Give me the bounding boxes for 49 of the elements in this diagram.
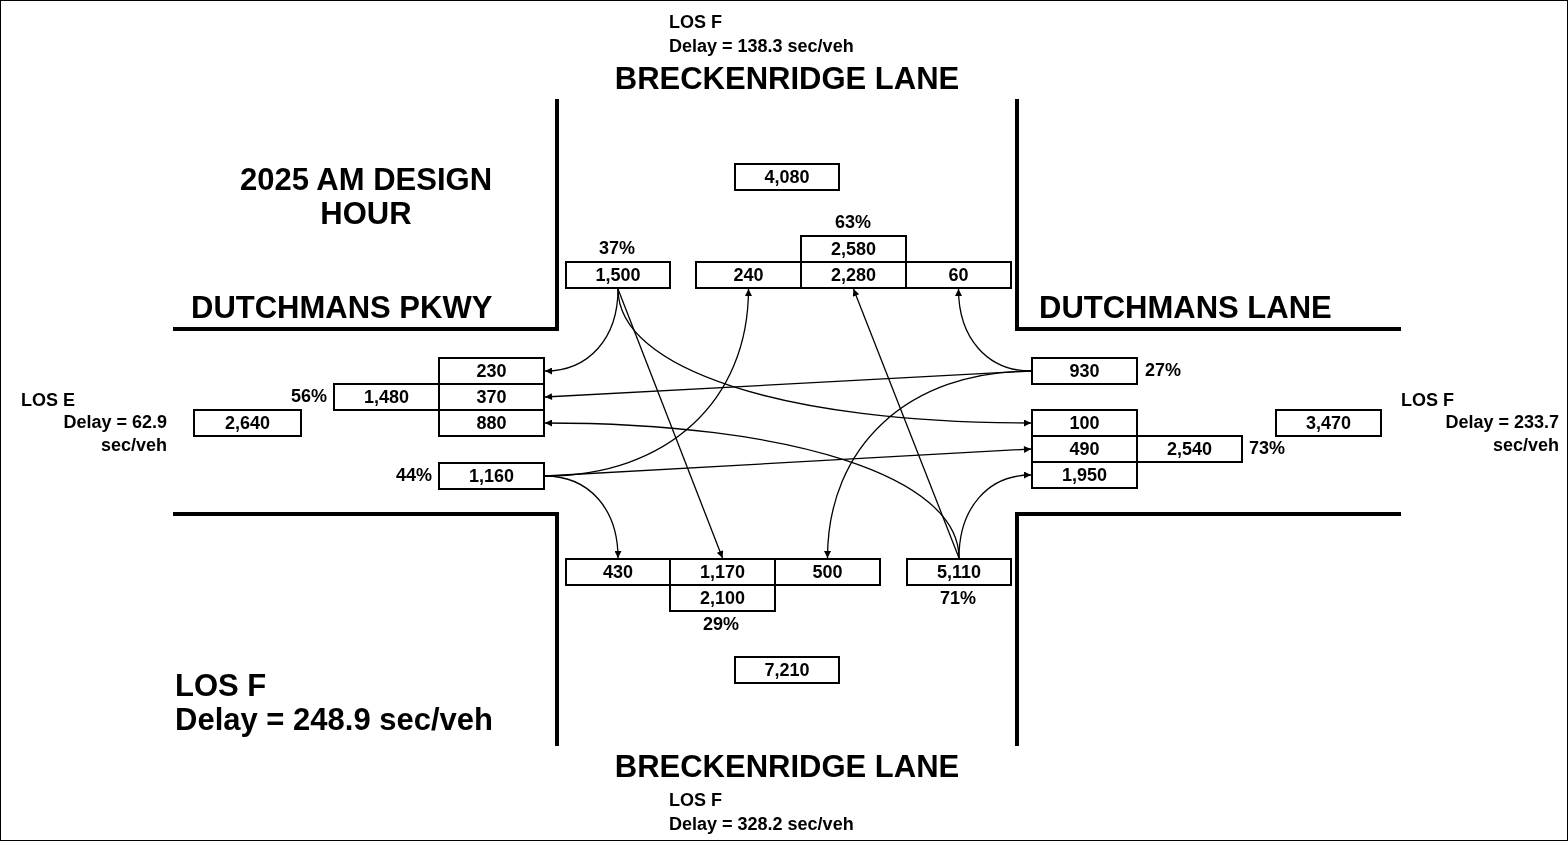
volume-box: 3,470: [1275, 409, 1382, 437]
arrow: [852, 288, 960, 559]
volume-box: 2,580: [800, 235, 907, 263]
volume-box: 1,160: [438, 462, 545, 490]
los-label: LOS F: [175, 668, 267, 704]
percent-label: 73%: [1249, 438, 1286, 459]
volume-box: 880: [438, 409, 545, 437]
volume-box: 430: [565, 558, 671, 586]
arrow: [617, 288, 1032, 427]
diagram-title: 2025 AM DESIGN HOUR: [238, 163, 494, 231]
arrow: [544, 475, 622, 559]
delay-label: Delay = 248.9 sec/veh: [175, 702, 493, 738]
volume-box: 7,210: [734, 656, 840, 684]
delay-label: Delay = 233.7 sec/veh: [1444, 411, 1559, 457]
volume-box: 2,100: [669, 584, 776, 612]
volume-box: 100: [1031, 409, 1138, 437]
volume-box: 4,080: [734, 163, 840, 191]
percent-label: 63%: [835, 212, 871, 233]
volume-box: 1,950: [1031, 461, 1138, 489]
percent-label: 37%: [599, 238, 635, 259]
delay-label: Delay = 328.2 sec/veh: [669, 813, 854, 836]
arrow: [617, 288, 724, 559]
volume-box: 2,540: [1136, 435, 1243, 463]
volume-box: 1,480: [333, 383, 440, 411]
percent-label: 56%: [290, 386, 327, 407]
los-label: LOS E: [21, 389, 75, 412]
los-label: LOS F: [669, 789, 722, 812]
street-name: DUTCHMANS PKWY: [191, 290, 493, 326]
percent-label: 44%: [395, 465, 432, 486]
volume-box: 240: [695, 261, 802, 289]
volume-box: 1,500: [565, 261, 671, 289]
volume-box: 500: [774, 558, 881, 586]
volume-box: 930: [1031, 357, 1138, 385]
percent-label: 27%: [1145, 360, 1182, 381]
volume-box: 2,640: [193, 409, 302, 437]
delay-label: Delay = 138.3 sec/veh: [669, 35, 854, 58]
los-label: LOS F: [1401, 389, 1454, 412]
los-label: LOS F: [669, 11, 722, 34]
volume-box: 60: [905, 261, 1012, 289]
percent-label: 71%: [940, 588, 976, 609]
delay-label: Delay = 62.9 sec/veh: [62, 411, 167, 457]
street-name: BRECKENRIDGE LANE: [614, 749, 960, 785]
volume-box: 230: [438, 357, 545, 385]
arrow: [958, 471, 1032, 559]
percent-label: 29%: [703, 614, 739, 635]
volume-box: 5,110: [906, 558, 1012, 586]
street-name: BRECKENRIDGE LANE: [614, 61, 960, 97]
street-name: DUTCHMANS LANE: [1039, 290, 1332, 326]
arrow: [824, 370, 1032, 559]
